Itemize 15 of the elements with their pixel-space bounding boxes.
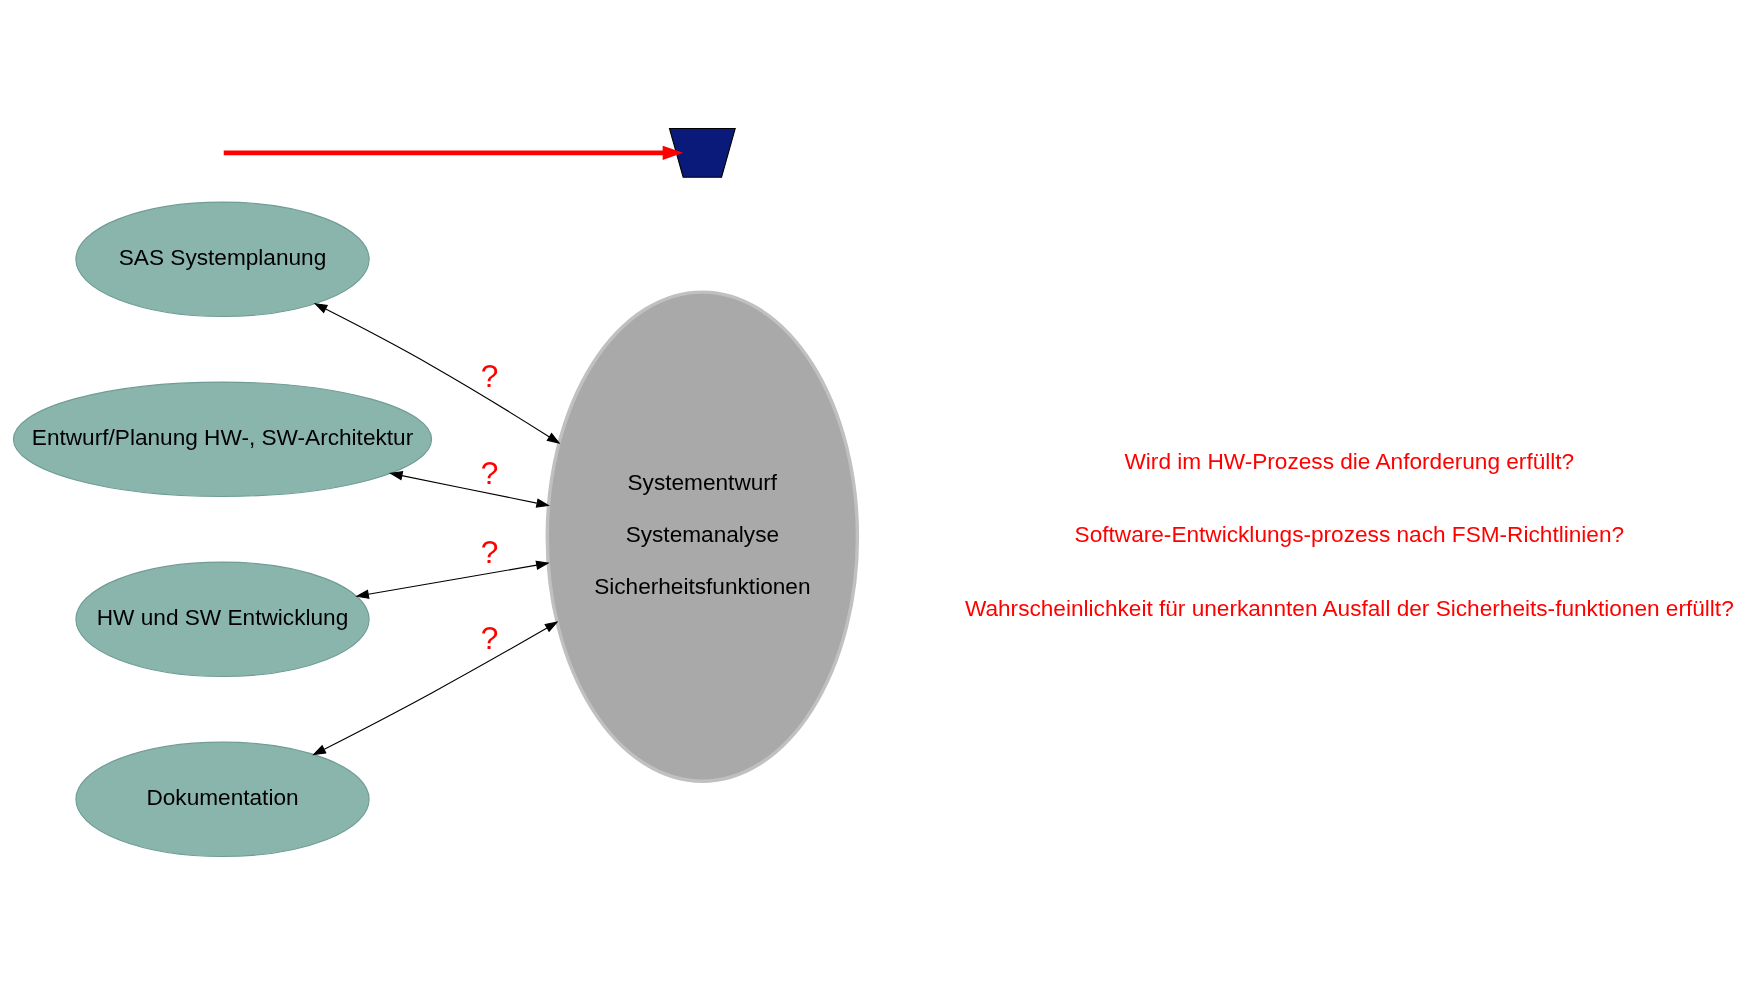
edge-label: ? <box>480 357 499 394</box>
label: Wird im HW-Prozess die Anforderung erfüllt? <box>1124 448 1575 474</box>
edge-label: ? <box>480 534 499 571</box>
node-trapezoid <box>668 127 736 178</box>
arrow <box>312 621 559 756</box>
label: Wahrscheinlichkeit für unerkannten Ausfall der Sicherheits-funktionen erfüllt? <box>964 595 1734 621</box>
edge-label: ? <box>480 620 499 657</box>
label: Software-Entwicklungs-prozess nach FSM-Richtlinien? <box>1074 522 1625 548</box>
arrow <box>223 145 684 161</box>
edge-label: ? <box>480 454 499 491</box>
arrow <box>313 303 561 444</box>
arrow <box>355 560 550 599</box>
arrow <box>389 471 550 508</box>
node-ellipse: SAS Systemplanung <box>75 201 370 318</box>
node-ellipse: Entwurf/Planung HW-, SW-Architektur <box>12 381 433 498</box>
